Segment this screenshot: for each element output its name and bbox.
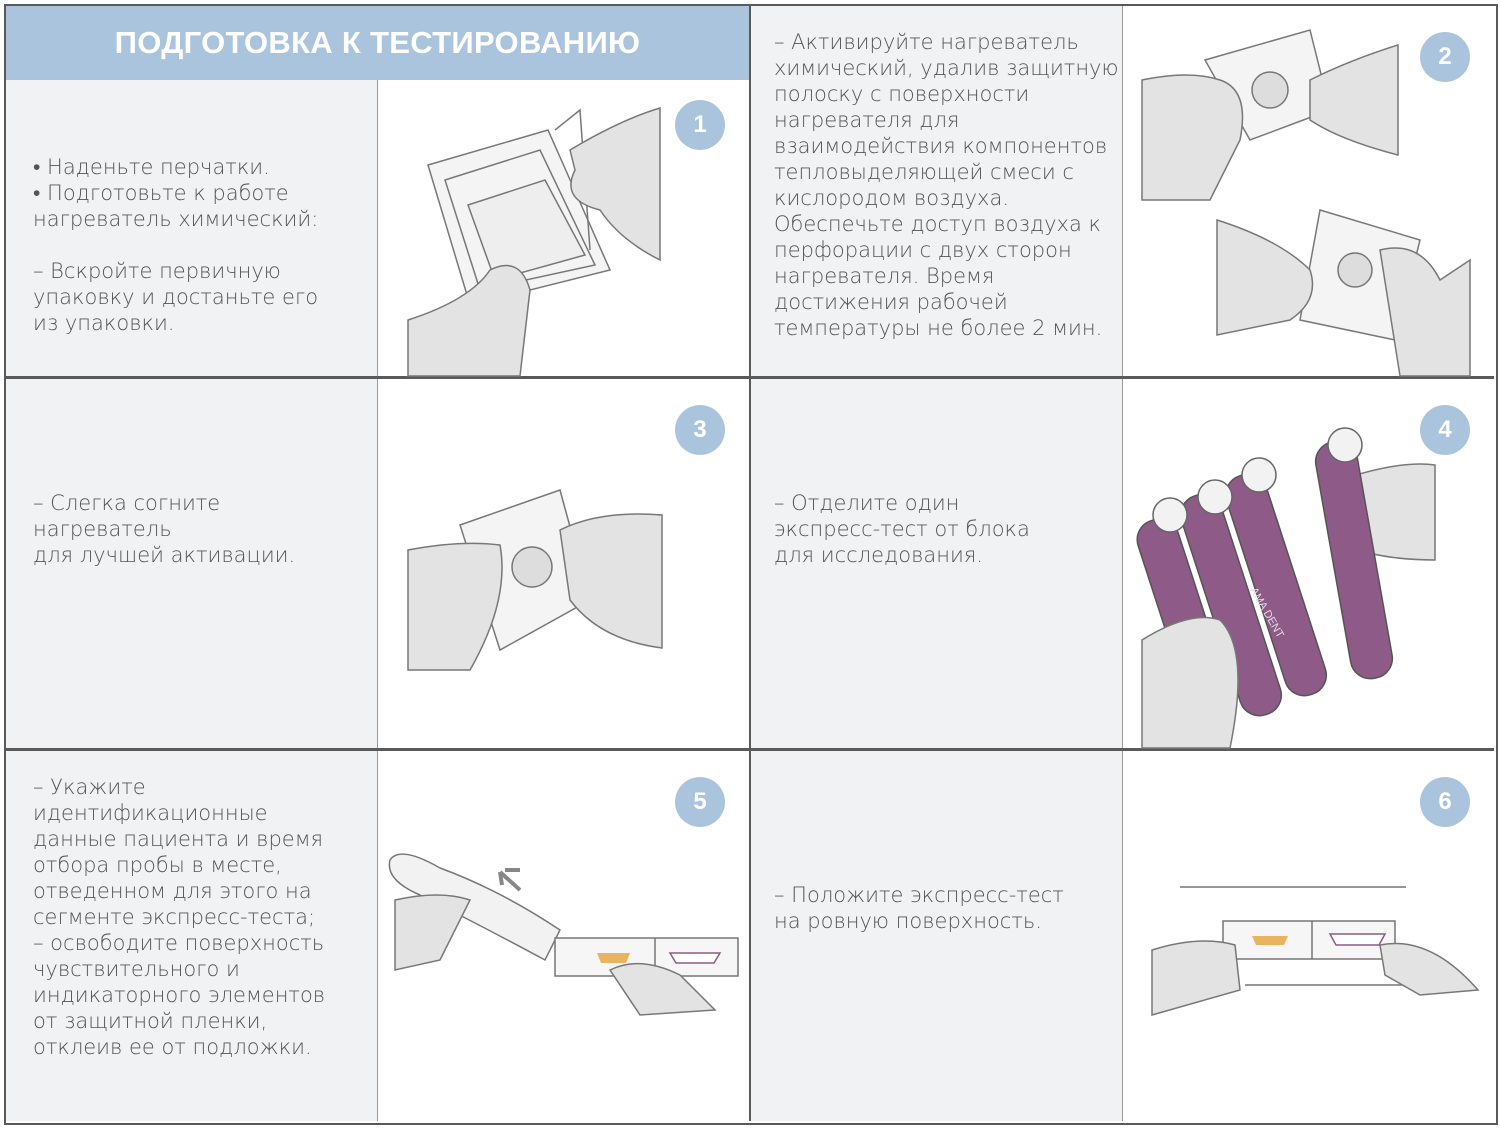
step-3-number-badge: 3 [675, 405, 725, 455]
cell-divider [377, 751, 378, 1121]
step-3-illustration [407, 489, 663, 671]
step-4-text-panel [751, 379, 1122, 748]
step-5-instructions: – Укажите идентификационные данные пацие… [33, 775, 326, 1059]
cell-divider [1122, 379, 1123, 748]
cell-divider [1122, 751, 1123, 1121]
cell-divider [1122, 6, 1123, 376]
step-2-number-badge: 2 [1420, 32, 1470, 82]
step-5-text-panel [6, 751, 377, 1121]
step-1-number-badge: 1 [675, 100, 725, 150]
cell-divider [377, 80, 378, 376]
step-6-text-panel [751, 751, 1122, 1121]
step-4-illustration: AMA DENT [1136, 427, 1436, 749]
step-6-illustration [1151, 886, 1480, 1016]
step-4-instructions: – Отделите один экспресс-тест от блока д… [774, 491, 1030, 567]
row-divider [6, 748, 1494, 751]
column-divider [749, 6, 751, 1121]
page-title: ПОДГОТОВКА К ТЕСТИРОВАНИЮ [6, 6, 749, 80]
step-1-text-panel [6, 80, 377, 376]
step-2-illustration [1141, 29, 1471, 377]
step-3-text-panel [6, 379, 377, 748]
step-6-instructions: – Положите экспресс-тест на ровную повер… [774, 883, 1064, 933]
step-5-illustration [388, 853, 739, 1016]
step-3-instructions: – Слегка согните нагреватель для лучшей … [33, 491, 296, 567]
step-2-instructions: – Активируйте нагреватель химический, уд… [774, 30, 1119, 340]
step-4-number-badge: 4 [1420, 405, 1470, 455]
step-1-instructions: • Наденьте перчатки. • Подготовьте к раб… [33, 155, 319, 335]
cell-divider [377, 379, 378, 748]
step-5-number-badge: 5 [675, 777, 725, 827]
step-6-number-badge: 6 [1420, 777, 1470, 827]
instruction-frame [4, 4, 1498, 1125]
step-1-illustration [407, 106, 661, 377]
step-2-text-panel [751, 6, 1122, 376]
row-divider [6, 376, 1494, 379]
